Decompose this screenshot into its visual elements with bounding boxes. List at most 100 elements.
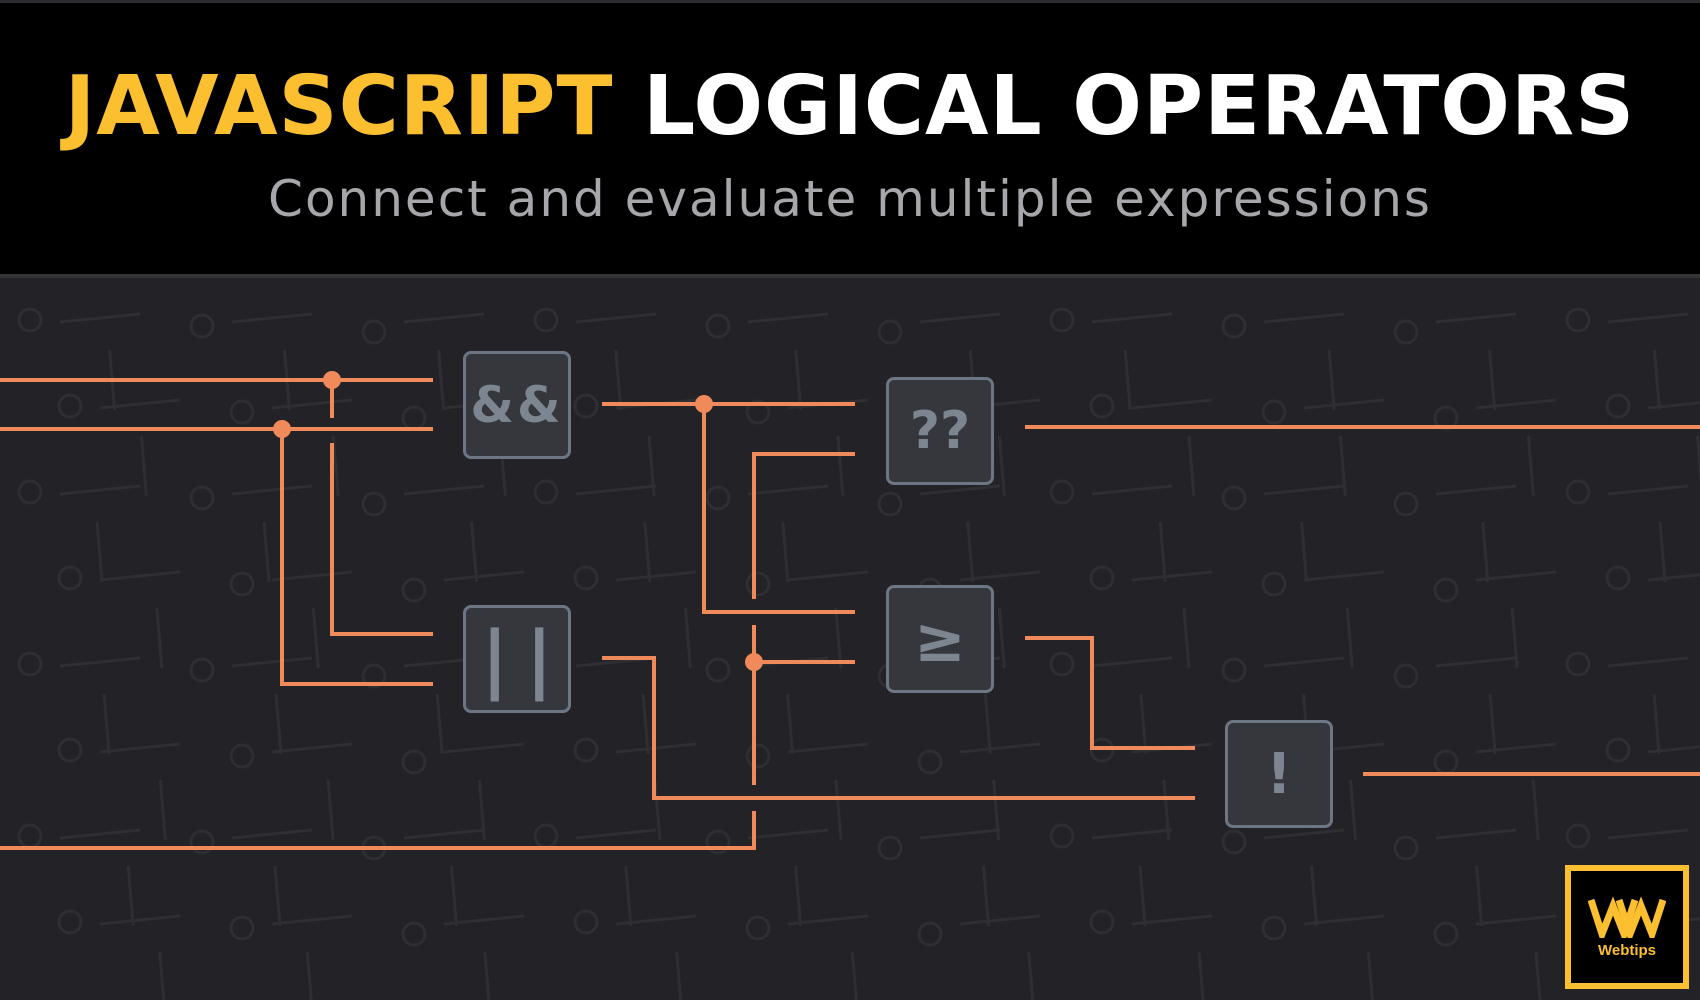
pattern-dash (1658, 521, 1667, 583)
wire-and-to-gte (702, 404, 855, 614)
pattern-circle (1565, 651, 1591, 677)
pattern-dash (919, 312, 1001, 324)
pattern-dash (99, 914, 181, 926)
pattern-dash (997, 607, 1006, 669)
page-subtitle: Connect and evaluate multiple expression… (268, 170, 1432, 228)
wire-or-out (602, 656, 1195, 800)
header-banner: JAVASCRIPT LOGICAL OPERATORS Connect and… (0, 0, 1700, 278)
pattern-circle (1433, 921, 1459, 947)
pattern-dash (271, 570, 353, 582)
pattern-circle (57, 737, 83, 763)
pattern-dash (99, 570, 181, 582)
pattern-dash (615, 914, 697, 926)
pattern-dash (641, 693, 650, 755)
pattern-dash (231, 312, 313, 324)
pattern-circle (1393, 491, 1419, 517)
pattern-circle (229, 571, 255, 597)
pattern-dash (966, 521, 975, 583)
pattern-circle (705, 829, 731, 855)
wire-junctions (273, 371, 763, 671)
pattern-dash (1138, 865, 1147, 927)
not-operator-node: ! (1225, 720, 1333, 828)
pattern-dash (615, 570, 697, 582)
pattern-dash (1263, 312, 1345, 324)
pattern-circle (533, 479, 559, 505)
pattern-circle (705, 313, 731, 339)
pattern-dash (794, 349, 803, 411)
pattern-circle (229, 743, 255, 769)
pattern-dash (158, 951, 166, 1000)
wire-bottom-input (0, 811, 756, 850)
pattern-dash (1131, 570, 1213, 582)
nullish-operator-label: ?? (909, 401, 971, 461)
pattern-circle (1565, 823, 1591, 849)
pattern-dash (781, 521, 790, 583)
pattern-dash (1158, 521, 1167, 583)
junction-dot (695, 395, 713, 413)
pattern-dash (99, 398, 181, 410)
pattern-dash (102, 693, 111, 755)
pattern-circle (745, 399, 771, 425)
pattern-dash (643, 521, 652, 583)
pattern-dash (1366, 951, 1374, 1000)
pattern-dash (1607, 312, 1689, 324)
pattern-circle (877, 491, 903, 517)
pattern-circle (401, 921, 427, 947)
pattern-circle (1089, 909, 1115, 935)
pattern-dash (1348, 779, 1357, 841)
pattern-dash (575, 828, 657, 840)
pattern-dash (1652, 693, 1661, 755)
pattern-dash (443, 914, 525, 926)
pattern-dash (1435, 656, 1517, 668)
pattern-dash (1647, 573, 1700, 582)
pattern-dash (787, 570, 869, 582)
pattern-dash (1475, 742, 1557, 754)
pattern-dash (1091, 656, 1173, 668)
pattern-circle (1089, 565, 1115, 591)
pattern-dash (139, 435, 148, 497)
pattern-dash (231, 828, 313, 840)
pattern-dash (959, 742, 1041, 754)
pattern-circle (1393, 319, 1419, 345)
pattern-dash (982, 865, 991, 927)
pattern-circle (361, 491, 387, 517)
pattern-dash (747, 484, 829, 496)
pattern-circle (573, 565, 599, 591)
pattern-dash (834, 607, 843, 669)
pattern-circle (189, 657, 215, 683)
pattern-circle (1049, 651, 1075, 677)
pattern-dash (271, 914, 353, 926)
pattern-dash (1303, 914, 1385, 926)
pattern-dash (850, 951, 858, 1000)
pattern-dash (1435, 828, 1517, 840)
pattern-dash (1481, 521, 1490, 583)
pattern-circle (1565, 479, 1591, 505)
pattern-dash (1435, 312, 1517, 324)
gte-operator-label: ≥ (914, 602, 966, 676)
pattern-dash (262, 521, 271, 583)
pattern-circle (17, 307, 43, 333)
pattern-circle (57, 393, 83, 419)
pattern-circle (57, 565, 83, 591)
pattern-circle (1393, 835, 1419, 861)
pattern-dash (1345, 607, 1354, 669)
pattern-dash (99, 742, 181, 754)
pattern-dash (1338, 435, 1347, 497)
and-operator-node: && (463, 351, 571, 459)
pattern-dash (311, 607, 320, 669)
pattern-dash (1475, 398, 1557, 410)
pattern-circle (877, 835, 903, 861)
title-highlight: JAVASCRIPT (64, 59, 614, 154)
pattern-circle (1261, 915, 1287, 941)
pattern-circle (361, 319, 387, 345)
pattern-dash (1607, 656, 1689, 668)
pattern-circle (1049, 823, 1075, 849)
pattern-dash (959, 914, 1041, 926)
pattern-circle (1261, 399, 1287, 425)
pattern-dash (450, 865, 459, 927)
pattern-circle (877, 319, 903, 345)
pattern-circle (1049, 307, 1075, 333)
pattern-dash (1197, 951, 1205, 1000)
wire-branch-a-down (330, 443, 433, 636)
pattern-dash (59, 656, 141, 668)
